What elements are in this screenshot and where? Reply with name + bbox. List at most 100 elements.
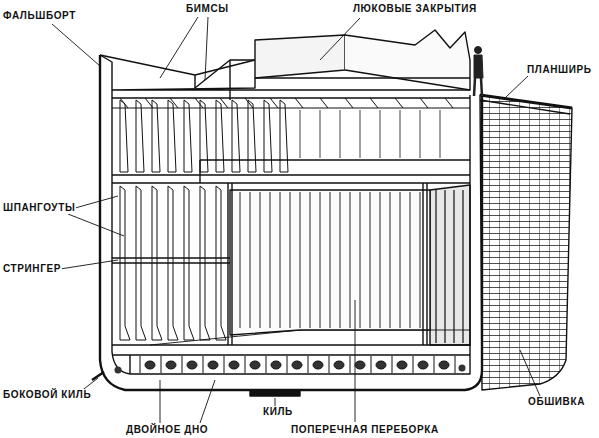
floor-plate (329, 356, 330, 373)
lightening-hole (376, 361, 386, 369)
inner-shell (112, 90, 470, 374)
part-label: СТРИНГЕР (2, 263, 62, 275)
deck-beam (345, 98, 353, 108)
frame (232, 100, 240, 172)
lightening-hole (292, 361, 302, 369)
lightening-hole (439, 361, 449, 369)
bulkhead-stiffener (390, 192, 391, 328)
frame (248, 100, 256, 172)
frame (200, 100, 208, 172)
bulkhead-stiffener (240, 192, 241, 328)
deck-beam (395, 98, 403, 108)
bulkhead-stiffener (280, 192, 281, 328)
lightening-hole (115, 367, 122, 374)
bulkhead-stiffener (320, 192, 321, 328)
deck-beam (370, 98, 378, 108)
bulkhead-stiffener (260, 192, 261, 328)
floor-plate (224, 356, 225, 373)
hull-section (100, 55, 482, 390)
floor-plate (203, 356, 204, 373)
frame (120, 100, 128, 172)
lightening-hole (418, 361, 428, 369)
lightening-hole (229, 361, 239, 369)
floor-plate (308, 356, 309, 373)
frame (136, 100, 144, 172)
floor-plate (140, 356, 141, 373)
frame (168, 186, 178, 340)
bulkhead-stiffener (350, 192, 351, 328)
deck-perspective (195, 60, 255, 88)
bulkhead-stiffener (420, 192, 421, 328)
frame (168, 100, 176, 172)
deck-beam (270, 98, 278, 108)
floor-plate (266, 356, 267, 373)
frame (200, 186, 210, 340)
bulkhead-stiffener (380, 192, 381, 328)
bulwark-top (100, 55, 195, 88)
frame (462, 190, 463, 343)
stringer (112, 258, 230, 263)
part-label: БОКОВОЙ КИЛЬ (2, 389, 92, 401)
hatch-coaming (255, 35, 345, 78)
bulkhead-stiffener (360, 192, 361, 328)
frame (152, 100, 160, 172)
floor-plate (455, 356, 456, 373)
frame (136, 186, 146, 340)
bulkhead-stiffener (290, 192, 291, 328)
deck-beam (195, 98, 203, 108)
deck-beam (420, 98, 428, 108)
floor-plate (245, 356, 246, 373)
bulkhead-stiffener (300, 192, 301, 328)
lightening-hole (166, 361, 176, 369)
gunwale-edge (480, 100, 570, 114)
floor-plate (371, 356, 372, 373)
bulkhead-stiffener (410, 192, 411, 328)
frame (420, 110, 421, 158)
part-label: ДВОЙНОЕ ДНО (125, 424, 209, 436)
frame (360, 110, 361, 158)
part-label: ПОПЕРЕЧНАЯ ПЕРЕБОРКА (290, 424, 440, 436)
keel (250, 390, 300, 396)
frame (216, 186, 226, 340)
part-label: ЛЮКОВЫЕ ЗАКРЫТИЯ (352, 3, 478, 15)
part-label: БИМСЫ (185, 3, 230, 15)
bulkhead-stiffener (370, 192, 371, 328)
person-figure (474, 47, 483, 97)
frame (264, 100, 272, 172)
bilge-keel (92, 372, 104, 380)
lightening-hole (208, 361, 218, 369)
deck-beam (112, 108, 470, 109)
frame (380, 110, 381, 158)
bulkhead-stiffener (330, 192, 331, 328)
tween-deck (112, 160, 470, 183)
coaming-edge (195, 60, 470, 100)
floor-plate (413, 356, 414, 373)
shell-plating (480, 95, 572, 390)
frame (440, 110, 441, 158)
inner-bottom (112, 345, 470, 374)
floor-plate (182, 356, 183, 373)
frame (320, 110, 321, 158)
lightening-hole (271, 361, 281, 369)
frame (435, 190, 436, 343)
frame (152, 186, 162, 340)
repeated-strokes (112, 98, 470, 374)
part-label: ПЛАНШИРЬ (526, 64, 593, 76)
bulkhead-stiffener (310, 192, 311, 328)
part-label: ШПАНГОУТЫ (2, 202, 76, 214)
lightening-hole (313, 361, 323, 369)
bulkhead-stiffener (400, 192, 401, 328)
lightening-hole (145, 361, 155, 369)
frame (280, 100, 288, 172)
frame (184, 186, 194, 340)
hold-back-wall (430, 185, 470, 345)
deck-beam (445, 98, 453, 108)
floor-plate (392, 356, 393, 373)
lightening-hole (187, 361, 197, 369)
frame (184, 100, 192, 172)
deck-beam (295, 98, 303, 108)
lightening-hole (250, 361, 260, 369)
bulkhead-stiffener (270, 192, 271, 328)
part-label: ОБШИВКА (527, 396, 586, 408)
